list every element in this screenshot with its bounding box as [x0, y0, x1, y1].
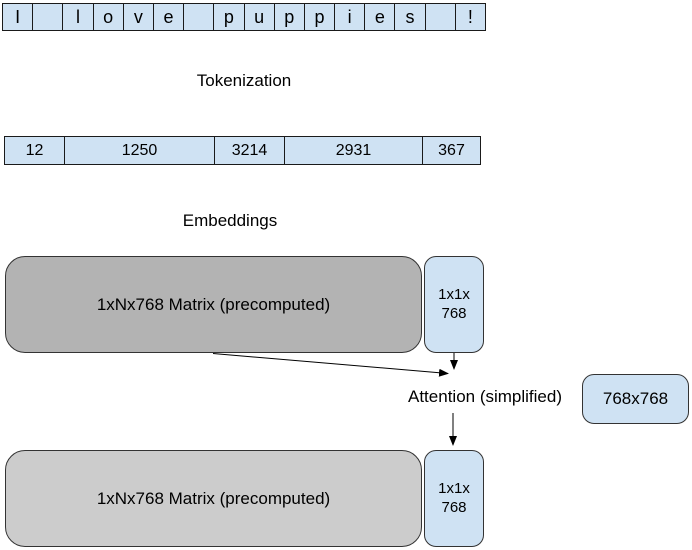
- char-cell: o: [94, 4, 124, 30]
- char-cell: l: [63, 4, 94, 30]
- query-vector-bottom-box: 1x1x 768: [424, 450, 484, 547]
- query-vector-top-box: 1x1x 768: [424, 256, 484, 353]
- embedding-matrix-top-label: 1xNx768 Matrix (precomputed): [96, 294, 331, 314]
- char-cell: [184, 4, 215, 30]
- token-cell: 1250: [65, 137, 215, 164]
- char-cell: e: [154, 4, 185, 30]
- char-cell: I: [3, 4, 34, 30]
- matrix-to-attention-arrow: [212, 353, 449, 377]
- token-cell: 3214: [215, 137, 285, 164]
- char-cell: p: [275, 4, 305, 30]
- attention-weights-box: 768x768: [582, 374, 689, 424]
- query-vector-bottom-line1: 1x1x: [438, 479, 470, 497]
- query-vector-top-line1: 1x1x: [438, 285, 470, 303]
- sentence-character-row: I l o v e p u p p i e s !: [2, 3, 486, 31]
- char-cell: [426, 4, 456, 30]
- query-vector-bottom-line2: 768: [441, 498, 467, 516]
- char-cell: !: [467, 6, 473, 27]
- token-id-row: 12 1250 3214 2931 367: [4, 136, 481, 165]
- attention-label: Attention (simplified): [408, 387, 563, 406]
- embedding-matrix-bottom-box: 1xNx768 Matrix (precomputed): [5, 450, 422, 547]
- char-cell: e: [365, 4, 396, 30]
- query-vector-top-line2: 768: [441, 304, 467, 322]
- char-cell: i: [335, 4, 366, 30]
- char-cell: p: [214, 4, 245, 30]
- char-cell: p: [305, 4, 336, 30]
- char-cell: v: [124, 4, 154, 30]
- char-cell: u: [245, 4, 275, 30]
- embedding-matrix-top-box: 1xNx768 Matrix (precomputed): [5, 256, 422, 353]
- char-cell: s: [395, 4, 426, 30]
- embedding-matrix-bottom-label: 1xNx768 Matrix (precomputed): [96, 488, 331, 508]
- attention-weights-label: 768x768: [602, 389, 669, 408]
- embeddings-label: Embeddings: [182, 211, 278, 230]
- token-cell: 12: [5, 137, 65, 164]
- tokenization-label: Tokenization: [196, 71, 292, 90]
- char-cell: [33, 4, 64, 30]
- token-cell: 2931: [285, 137, 423, 164]
- token-cell: 367: [438, 141, 465, 159]
